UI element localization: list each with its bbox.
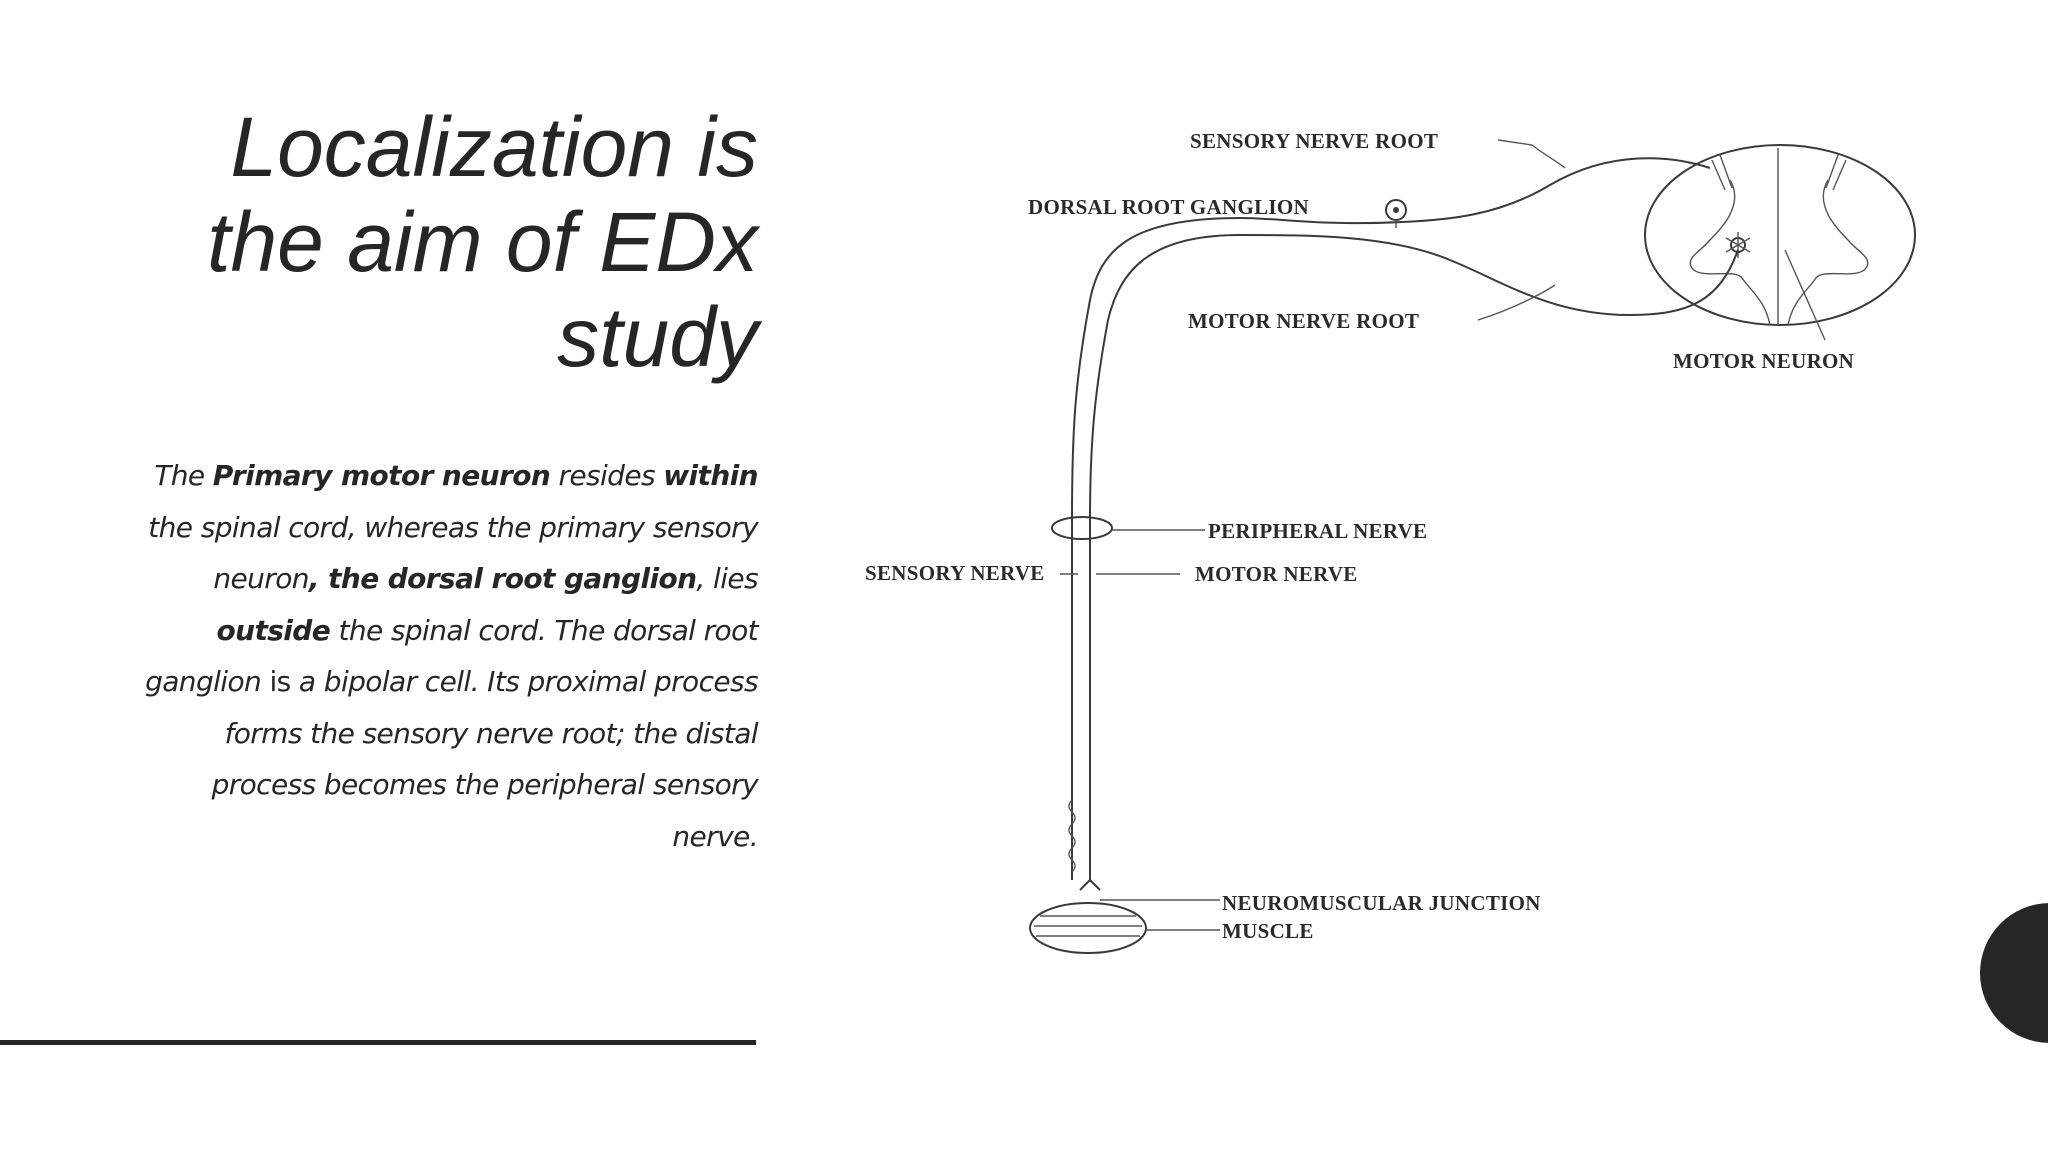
neuromuscular-junction-terminal xyxy=(1079,879,1101,891)
nerve-diagram-svg: SENSORY NERVE ROOT DORSAL ROOT GANGLION … xyxy=(865,129,1916,954)
leader-sensory-nerve-root xyxy=(1497,139,1566,169)
body-paragraph: The Primary motor neuron resides within … xyxy=(130,450,759,862)
sensory-receptor xyxy=(1068,799,1076,873)
muscle-fiber xyxy=(1029,902,1147,954)
leader-motor-neuron xyxy=(1784,249,1826,341)
motor-fiber xyxy=(1089,233,1739,880)
title-line-2: the aim of EDx xyxy=(207,195,758,289)
dorsal-root-ganglion-cell xyxy=(1385,199,1407,228)
label-motor-nerve: MOTOR NERVE xyxy=(1195,562,1358,586)
slide-title: Localization is the aim of EDx study xyxy=(100,100,758,385)
body-seg-9: the spinal cord. The dorsal root ganglio… xyxy=(145,613,759,699)
body-seg-3: resides xyxy=(550,459,664,492)
body-seg-7: , lies xyxy=(696,562,758,595)
label-motor-neuron: MOTOR NEURON xyxy=(1673,349,1854,373)
gray-matter-right xyxy=(1787,179,1869,326)
leader-motor-nerve-root xyxy=(1477,284,1556,321)
label-sensory-nerve: SENSORY NERVE xyxy=(865,561,1045,585)
body-seg-4: within xyxy=(663,459,758,492)
body-seg-8: outside xyxy=(216,613,331,647)
body-seg-2: Primary motor neuron xyxy=(212,459,551,492)
sensory-fiber xyxy=(1071,157,1711,880)
spinal-cord-cross-section xyxy=(1644,144,1916,326)
corner-decoration-circle xyxy=(1980,903,2048,1043)
body-seg-10: is xyxy=(269,665,291,698)
motor-neuron-cell xyxy=(1725,232,1751,258)
title-line-1: Localization is xyxy=(230,100,758,194)
bottom-divider xyxy=(0,1040,756,1045)
body-seg-6: , the dorsal root ganglion xyxy=(308,562,697,595)
body-seg-11: a bipolar cell. Its proximal process for… xyxy=(211,665,759,853)
title-line-3: study xyxy=(557,290,758,384)
label-peripheral-nerve: PERIPHERAL NERVE xyxy=(1208,519,1427,543)
body-seg-5: the spinal cord, whereas the primary sen… xyxy=(148,510,758,596)
label-dorsal-root-ganglion: DORSAL ROOT GANGLION xyxy=(1028,195,1309,219)
label-muscle: MUSCLE xyxy=(1222,919,1314,943)
nerve-pathway-diagram: SENSORY NERVE ROOT DORSAL ROOT GANGLION … xyxy=(850,100,1970,980)
body-seg-1: The xyxy=(154,459,213,492)
gray-matter-left xyxy=(1689,179,1771,326)
label-motor-nerve-root: MOTOR NERVE ROOT xyxy=(1188,309,1419,333)
dorsal-rootlets-left xyxy=(1711,154,1733,191)
dorsal-rootlets-right xyxy=(1825,154,1847,191)
peripheral-nerve-sheath xyxy=(1051,516,1113,540)
label-neuromuscular-junction: NEUROMUSCULAR JUNCTION xyxy=(1222,891,1541,915)
spinal-cord-outline xyxy=(1644,144,1916,326)
label-sensory-nerve-root: SENSORY NERVE ROOT xyxy=(1190,129,1438,153)
